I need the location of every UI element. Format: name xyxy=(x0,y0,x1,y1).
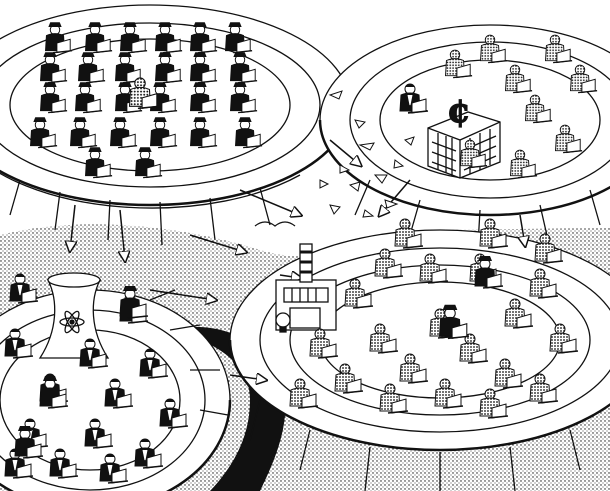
arrow xyxy=(329,139,360,165)
manikin-figure xyxy=(394,218,424,249)
manikin-figure xyxy=(344,278,374,309)
soldier-figure xyxy=(189,82,218,114)
manikin-figure xyxy=(494,358,524,389)
manikin-figure xyxy=(504,64,533,94)
soldier-figure xyxy=(109,117,138,149)
manikin-figure xyxy=(379,383,409,414)
manikin-figure xyxy=(549,323,579,354)
soldier-figure xyxy=(74,82,103,114)
manikin-figure xyxy=(479,218,509,249)
soldier-figure xyxy=(14,426,44,459)
soldier-figure xyxy=(29,117,58,149)
soldier-figure xyxy=(69,117,98,149)
soldier-figure xyxy=(39,82,68,114)
manikin-figure xyxy=(459,139,488,169)
manikin-figure xyxy=(434,378,464,409)
soldier-figure xyxy=(77,52,106,84)
manikin-figure xyxy=(309,328,339,359)
soldier-figure xyxy=(474,256,504,289)
suit-figure xyxy=(99,453,129,484)
figures xyxy=(4,22,598,484)
arrow xyxy=(279,275,300,278)
suit-figure xyxy=(79,338,109,369)
soldier-figure xyxy=(189,117,218,149)
manikin-figure xyxy=(524,94,553,124)
manikin-figure xyxy=(419,253,449,284)
soldier-figure xyxy=(154,52,183,84)
soldier-figure xyxy=(229,52,258,84)
manikin-figure xyxy=(459,333,489,364)
suit-figure xyxy=(139,348,169,379)
cooling-tower xyxy=(38,272,110,359)
factory xyxy=(254,221,337,333)
manikin-figure xyxy=(479,34,508,64)
cent-sign-icon: ¢ xyxy=(447,91,471,131)
suit-figure xyxy=(4,448,34,479)
arrow xyxy=(149,289,215,300)
suit-figure xyxy=(9,273,39,304)
atom-icon xyxy=(59,310,85,334)
soldier-figure xyxy=(39,376,69,409)
arrow xyxy=(120,209,125,260)
suit-figure xyxy=(4,328,34,359)
soldier-figure xyxy=(229,82,258,114)
arrow xyxy=(520,214,525,245)
soldier-figure xyxy=(134,147,163,179)
manikin-figure xyxy=(399,353,429,384)
manikin-figure xyxy=(289,378,319,409)
manikin-figure xyxy=(554,124,583,154)
manikin-figure xyxy=(534,233,564,264)
soldier-figure xyxy=(84,147,113,179)
arrow xyxy=(380,179,411,215)
manikin-figure xyxy=(479,388,509,419)
arrow xyxy=(189,234,245,252)
soldier-figure xyxy=(224,22,253,54)
suit-figure xyxy=(399,83,429,114)
debris xyxy=(319,90,415,218)
manikin-figure xyxy=(369,323,399,354)
connectors xyxy=(70,139,525,380)
arrow xyxy=(239,189,300,215)
soldier-figure xyxy=(119,22,148,54)
manikin-figure xyxy=(569,64,598,94)
suit-figure xyxy=(159,398,189,429)
manikin-figure xyxy=(128,77,159,110)
suit-figure xyxy=(134,438,164,469)
soldier-figure xyxy=(44,22,73,54)
soldier-figure xyxy=(119,286,149,319)
manikin-figure xyxy=(529,373,559,404)
arrow xyxy=(229,375,265,380)
soldier-figure xyxy=(189,22,218,54)
soldier-figure xyxy=(84,22,113,54)
light-bulb-icon xyxy=(275,312,291,328)
soldier-figure xyxy=(438,304,469,340)
soldier-figure xyxy=(114,52,143,84)
manikin-figure xyxy=(509,149,538,179)
manikin-figure xyxy=(444,49,473,79)
arrow xyxy=(70,204,75,250)
manikin-figure xyxy=(544,34,573,64)
manikin-figure xyxy=(529,268,559,299)
suit-figure xyxy=(104,378,134,409)
soldier-figure xyxy=(154,22,183,54)
soldier-figure xyxy=(234,117,263,149)
manikin-figure xyxy=(374,248,404,279)
suit-figure xyxy=(84,418,114,449)
manikin-figure xyxy=(334,363,364,394)
soldier-figure xyxy=(39,52,68,84)
soldier-figure xyxy=(149,117,178,149)
suit-figure xyxy=(49,448,79,479)
manikin-figure xyxy=(504,298,534,329)
